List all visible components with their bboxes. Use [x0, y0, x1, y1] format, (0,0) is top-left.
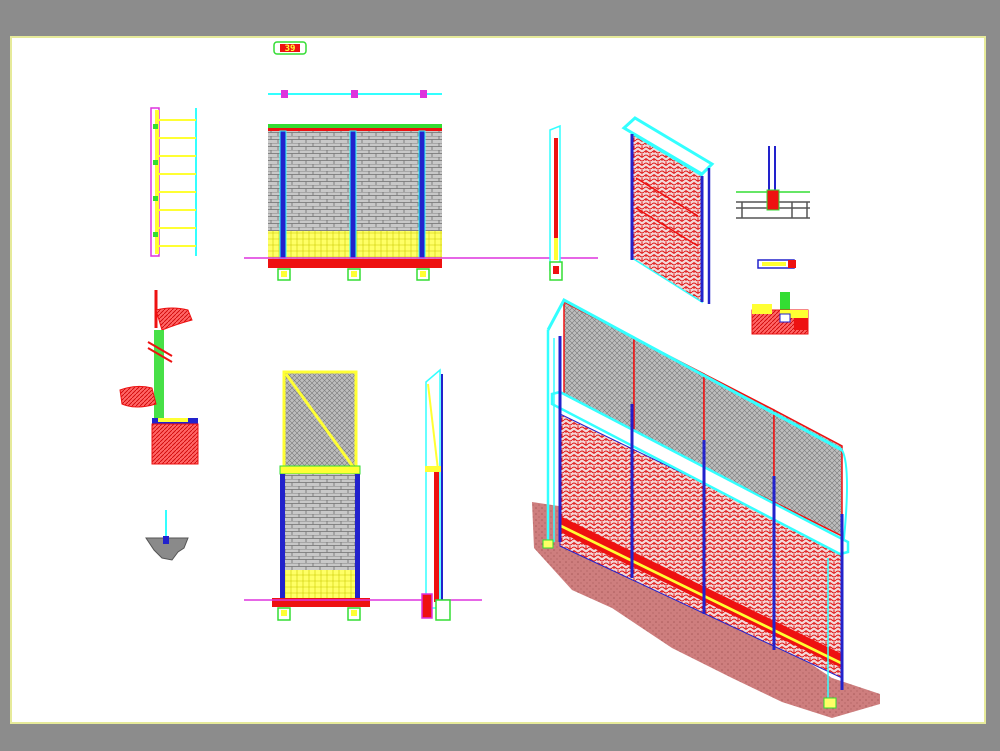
- isometric-panel-small: [621, 116, 715, 304]
- side-section-upper: [549, 124, 563, 281]
- isometric-fence: [532, 297, 880, 718]
- front-elevation-upper: [244, 90, 598, 281]
- title-tag: 39: [273, 41, 307, 55]
- base-block-detail: [751, 292, 809, 335]
- drawing-sheet: 39: [10, 36, 986, 724]
- post-detail-top: [736, 146, 810, 219]
- connector-detail: [757, 259, 796, 269]
- footing-detail-small: [145, 510, 189, 561]
- gate-side-section: [421, 368, 451, 621]
- gate-elevation: [244, 370, 482, 621]
- section-detail-middle: [119, 290, 199, 465]
- title-tag-label: 39: [285, 44, 296, 54]
- section-detail-left: [150, 107, 197, 257]
- cad-drawing: 39: [119, 41, 880, 718]
